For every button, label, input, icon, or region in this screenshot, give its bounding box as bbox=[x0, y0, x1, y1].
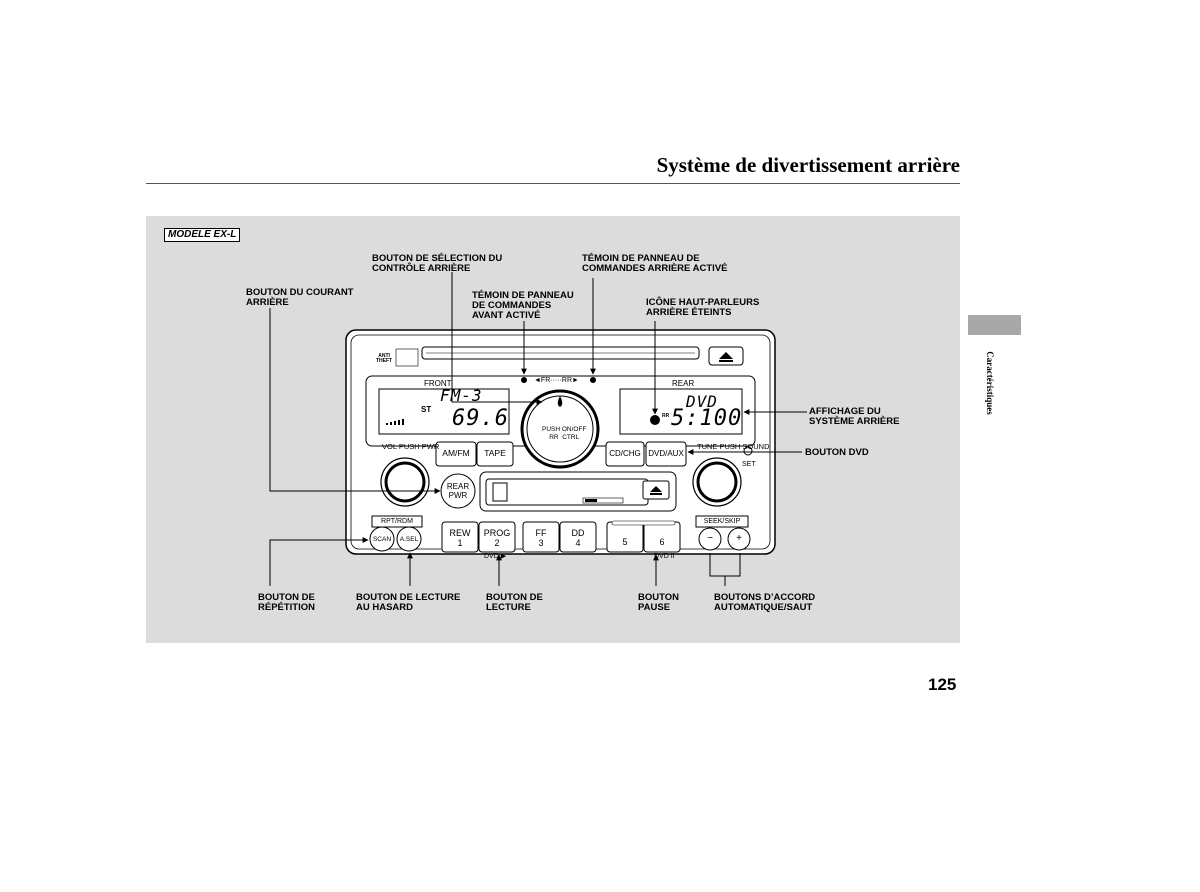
seek-minus-button bbox=[698, 527, 722, 551]
callout-dvd-button: BOUTON DVD bbox=[805, 447, 869, 458]
callout-front-panel-active: TÉMOIN DE PANNEAU DE COMMANDES AVANT ACT… bbox=[472, 290, 574, 321]
rpt-rdm-label: RPT/RDM bbox=[381, 518, 413, 525]
preset-2-button bbox=[478, 521, 516, 553]
callout-pause: BOUTON PAUSE bbox=[638, 592, 679, 613]
callout-speakers-off-icon: ICÔNE HAUT-PARLEURS ARRIÈRE ÉTEINTS bbox=[646, 297, 760, 318]
rear-source-readout: DVD bbox=[686, 392, 718, 411]
rr-label: RR bbox=[662, 413, 670, 419]
title-divider bbox=[146, 183, 960, 184]
seek-plus-button bbox=[727, 527, 751, 551]
callout-seek-skip: BOUTONS D’ACCORD AUTOMATIQUE/SAUT bbox=[714, 592, 816, 613]
audio-unit-drawing bbox=[269, 272, 807, 586]
model-badge: MODÈLE EX-L bbox=[164, 228, 241, 242]
dolby-label[interactable]: DD 4 bbox=[571, 528, 585, 548]
disc-logo bbox=[395, 348, 419, 367]
preset-4-button bbox=[559, 521, 597, 553]
rpt-rdm-label-box bbox=[371, 515, 423, 528]
callout-random: BOUTON DE LECTURE AU HASARD bbox=[356, 592, 461, 613]
stereo-indicator: ST bbox=[421, 405, 432, 414]
cd-chg-label[interactable]: CD/CHG bbox=[609, 449, 641, 458]
rear-label: REAR bbox=[672, 379, 695, 388]
set-label: SET bbox=[742, 461, 756, 468]
preset-6-label[interactable]: 6 bbox=[659, 537, 665, 547]
page-title: Système de divertissement arrière bbox=[656, 153, 960, 177]
preset-1-button bbox=[441, 521, 479, 553]
preset-3-button bbox=[522, 521, 560, 553]
fr-rr-indicator: ◄FR·····RR► bbox=[534, 377, 579, 384]
rear-display bbox=[619, 388, 743, 435]
am-fm-label[interactable]: AM/FM bbox=[442, 448, 470, 458]
callout-repeat: BOUTON DE RÉPÉTITION bbox=[258, 592, 316, 613]
knob-label: PUSH ON/OFF RR CTRL bbox=[542, 426, 587, 441]
page-number: 125 bbox=[928, 675, 957, 694]
cd-chg-button bbox=[605, 441, 645, 467]
scan-button bbox=[369, 526, 395, 552]
preset-5-label[interactable]: 5 bbox=[622, 537, 628, 547]
ff-label[interactable]: FF 3 bbox=[535, 528, 547, 548]
am-fm-button bbox=[435, 441, 477, 467]
set-indicator bbox=[743, 446, 753, 456]
rear-active-dot bbox=[590, 377, 596, 383]
tune-sound-label: TUNE PUSH SOUND bbox=[697, 442, 770, 451]
tape-label[interactable]: TAPE bbox=[484, 448, 506, 458]
prog-label[interactable]: PROG 2 bbox=[483, 528, 511, 548]
front-label: FRONT bbox=[424, 379, 452, 388]
front-display bbox=[378, 388, 510, 435]
callout-play: BOUTON DE LECTURE bbox=[486, 592, 543, 613]
speaker-off-icon bbox=[650, 415, 660, 425]
section-tab-text: Caractéristiques bbox=[985, 351, 995, 415]
audio-unit-figure: MODÈLE EX-L BOUTON DE SÉLECTION DU CONTR… bbox=[146, 216, 960, 643]
scan-label[interactable]: SCAN bbox=[372, 536, 392, 543]
callout-rear-control-select: BOUTON DE SÉLECTION DU CONTRÔLE ARRIÈRE bbox=[372, 253, 503, 274]
plus-label[interactable]: + bbox=[736, 533, 742, 544]
seek-skip-label: SEEK/SKIP bbox=[703, 518, 741, 525]
anti-theft-label: ANTI THEFT bbox=[376, 353, 393, 364]
dvd-aux-label[interactable]: DVD/AUX bbox=[648, 449, 684, 458]
dvd-play-label: DVD ▶ bbox=[484, 553, 507, 560]
rear-time-readout: 5:100 bbox=[671, 406, 743, 431]
seek-skip-label-box bbox=[695, 515, 749, 528]
rear-pwr-button bbox=[440, 473, 476, 509]
minus-label[interactable]: − bbox=[707, 533, 713, 544]
callout-rear-power: BOUTON DU COURANT ARRIÈRE bbox=[246, 287, 354, 308]
callout-rear-display: AFFICHAGE DU SYSTÈME ARRIÈRE bbox=[809, 406, 900, 427]
dvd-pause-label: DVD II bbox=[654, 553, 675, 560]
dvd-aux-button bbox=[645, 441, 687, 467]
rew-label[interactable]: REW 1 bbox=[449, 528, 471, 548]
a-sel-button bbox=[396, 526, 422, 552]
section-tab-label: Caractéristiques bbox=[983, 340, 997, 430]
tape-button bbox=[476, 441, 514, 467]
rear-pwr-label[interactable]: REAR PWR bbox=[446, 482, 470, 500]
front-frequency-readout: 69.6 bbox=[452, 406, 509, 431]
vol-pwr-label: VOL PUSH PWR bbox=[382, 442, 440, 451]
a-sel-label[interactable]: A.SEL bbox=[399, 536, 419, 543]
callout-rear-panel-active: TÉMOIN DE PANNEAU DE COMMANDES ARRIÈRE A… bbox=[582, 253, 728, 274]
front-band-readout: FM-3 bbox=[440, 386, 483, 405]
section-tab-marker bbox=[968, 315, 1021, 335]
front-active-dot bbox=[521, 377, 527, 383]
